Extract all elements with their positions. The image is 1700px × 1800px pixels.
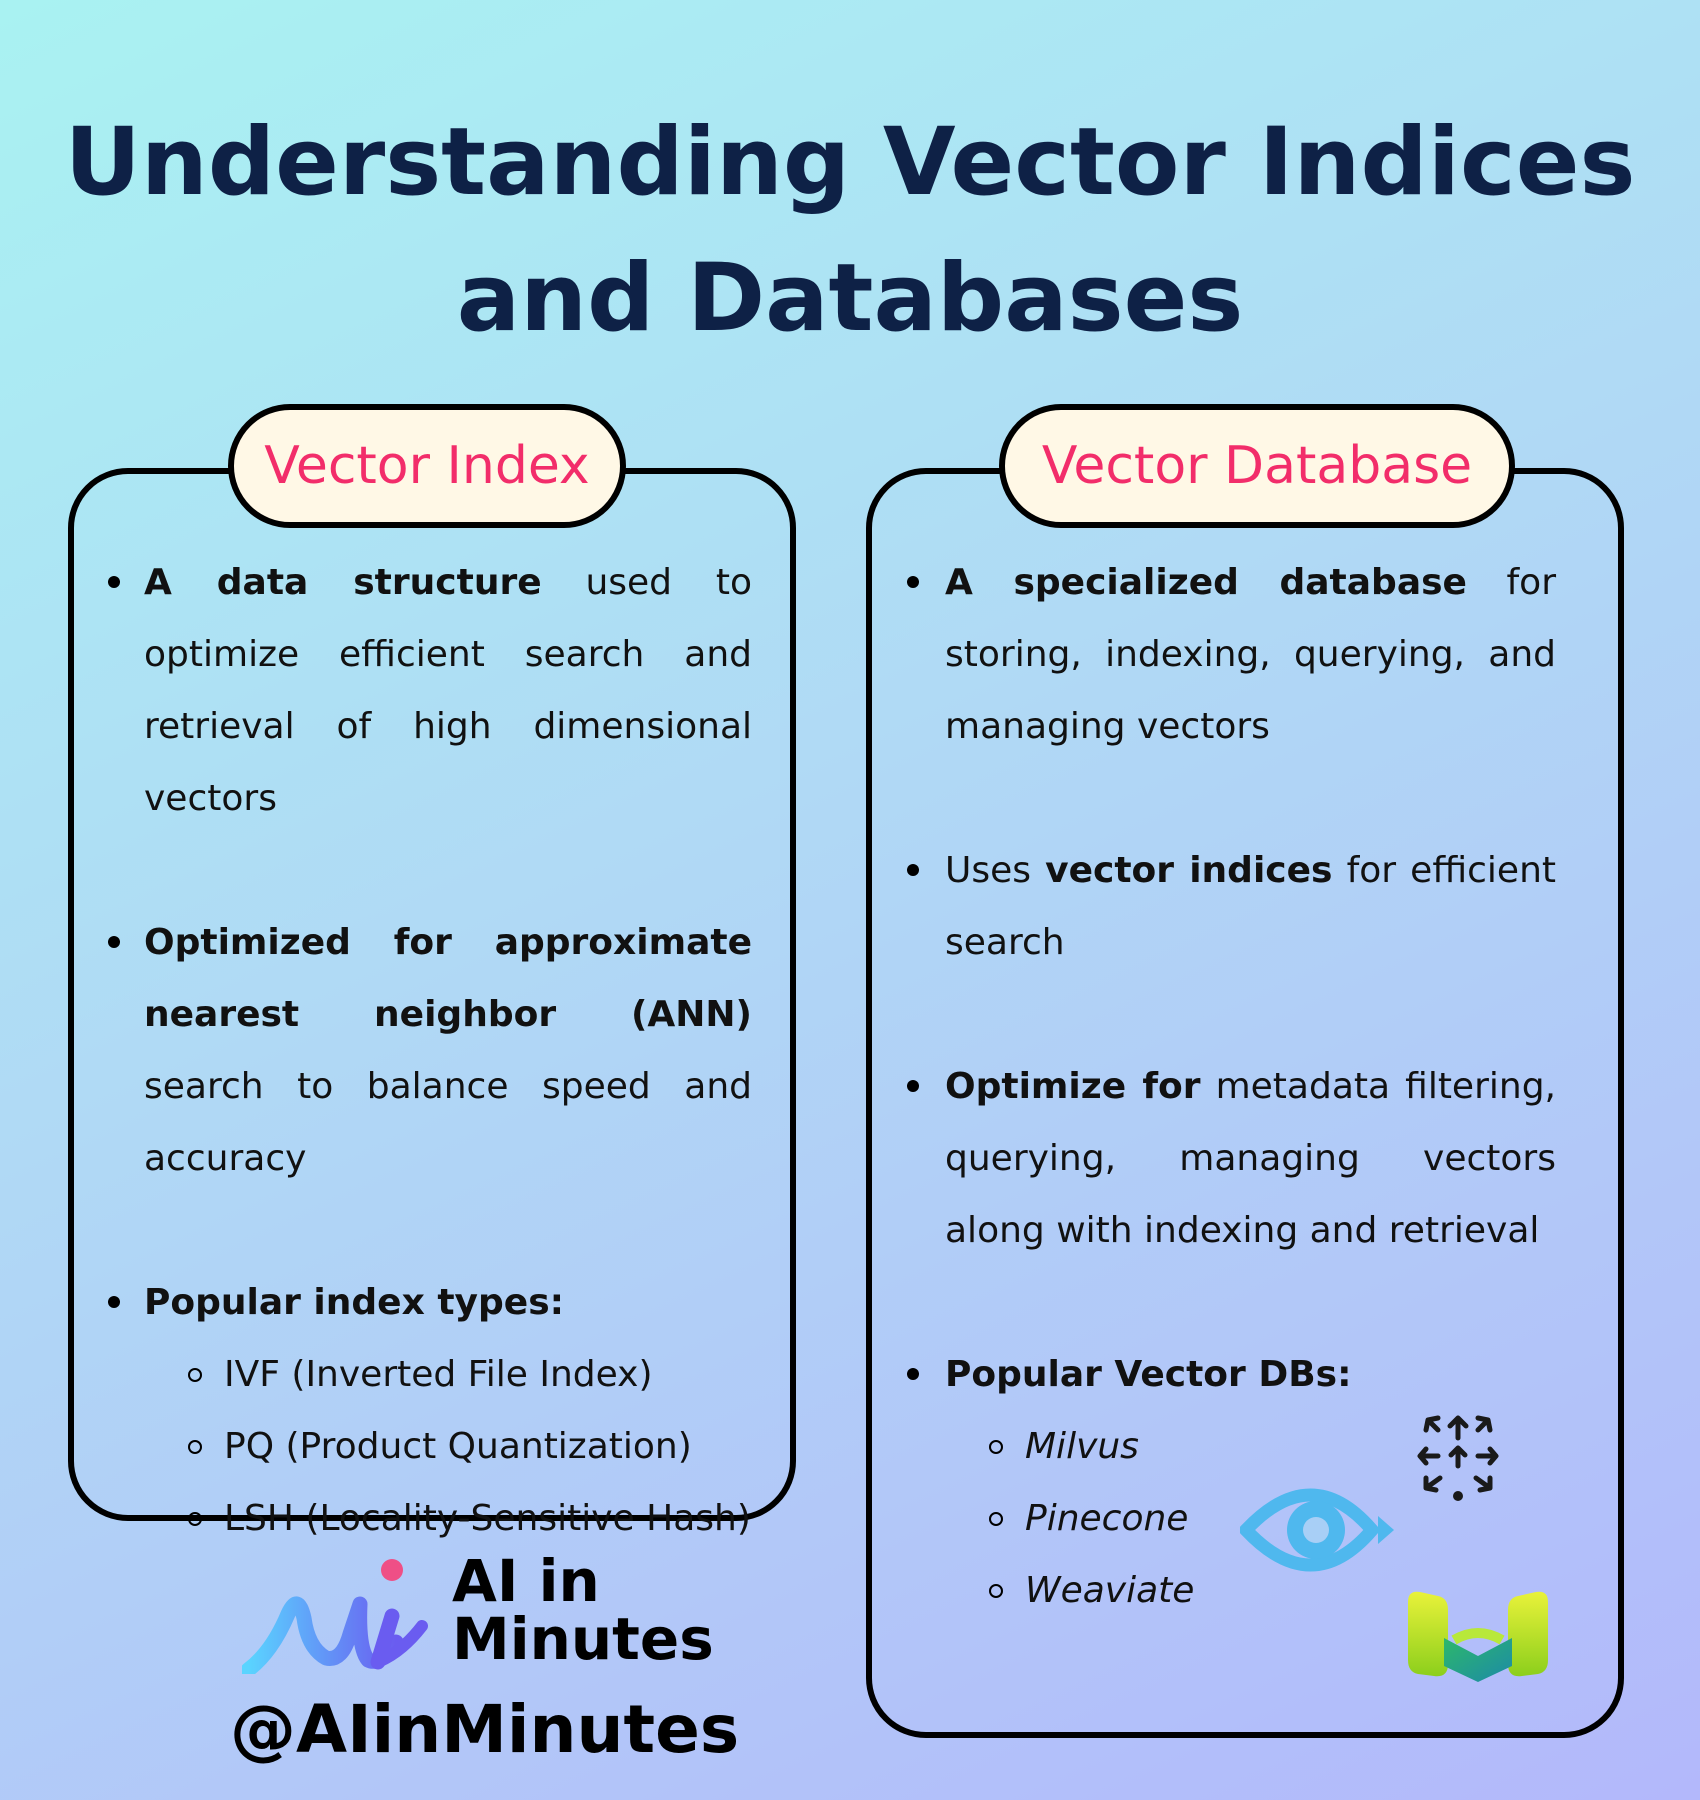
list-item: Uses vector indices for efficient search [907,835,1557,979]
bullet-bold-text: A data structure [144,562,542,603]
bullet-text: search to balance speed and accuracy [144,1066,752,1179]
list-item: A specialized database for storing, inde… [907,547,1556,763]
brand-logo-line1: AI in [452,1547,600,1615]
vector-db-item: Milvus [985,1411,1556,1483]
bullet-text: Uses [945,850,1046,891]
list-item: Optimize for metadata filtering, queryin… [907,1051,1556,1267]
ai-in-minutes-logo-icon [242,1559,428,1674]
vector-index-bullets: A data structure used to optimize effici… [108,547,752,1555]
bullet-text: for storing, indexing, querying, and man… [945,562,1556,747]
vector-index-heading: Vector Index [228,404,626,528]
bullet-bold-text: vector indices [1045,850,1333,891]
bullet-bold-text: Optimized for approximate nearest neighb… [144,922,752,1035]
milvus-eye-icon [1240,1488,1394,1572]
bullet-bold-text: Optimize for [945,1066,1201,1107]
pinecone-arrows-icon [1417,1415,1499,1501]
index-types-heading: Popular index types: [144,1282,565,1323]
brand-logo-text: AI in Minutes [452,1552,714,1668]
vector-db-item: Weaviate [985,1555,1556,1627]
index-types-list: IVF (Inverted File Index) PQ (Product Qu… [144,1339,752,1555]
index-type-item: PQ (Product Quantization) [184,1411,752,1483]
weaviate-w-icon [1408,1591,1548,1682]
vector-dbs-heading: Popular Vector DBs: [945,1354,1352,1395]
bullet-text: used to optimize efficient search and re… [144,562,752,819]
vector-database-heading: Vector Database [999,404,1515,528]
index-type-item: IVF (Inverted File Index) [184,1339,752,1411]
list-item: Optimized for approximate nearest neighb… [108,907,752,1195]
social-handle: @AIinMinutes [230,1691,740,1768]
vector-database-bullets: A specialized database for storing, inde… [907,547,1557,1627]
bullet-bold-text: A specialized database [945,562,1467,603]
page-title: Understanding Vector Indices and Databas… [64,108,1636,353]
list-item: Popular index types: IVF (Inverted File … [108,1267,752,1555]
bullet-text: for efficient search [945,850,1557,963]
vector-dbs-list: Milvus Pinecone Weaviate [945,1411,1556,1627]
list-item: Popular Vector DBs: Milvus Pinecone Weav… [907,1339,1556,1627]
brand-logo-line2: Minutes [452,1605,714,1673]
vector-db-item: Pinecone [985,1483,1556,1555]
bullet-text: metadata filtering, querying, managing v… [945,1066,1556,1251]
list-item: A data structure used to optimize effici… [108,547,752,835]
index-type-item: LSH (Locality-Sensitive Hash) [184,1483,752,1555]
